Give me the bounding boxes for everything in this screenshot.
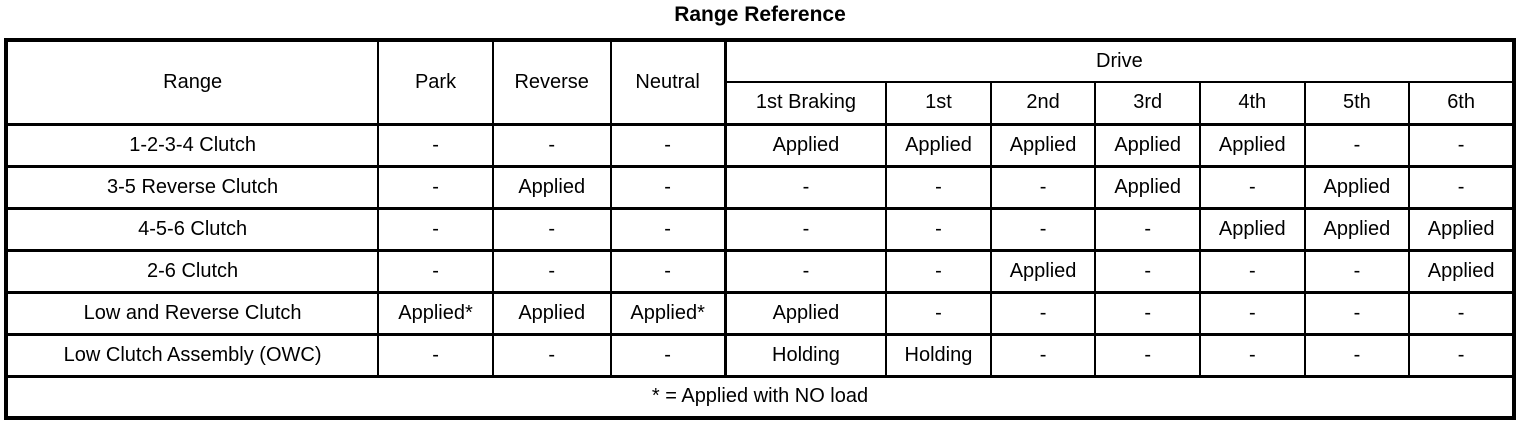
column-header-reverse: Reverse: [491, 39, 612, 125]
cell-reverse: -: [491, 248, 612, 293]
cell-3rd: -: [1094, 332, 1201, 377]
cell-reverse: -: [491, 206, 612, 251]
cell-1st: -: [885, 164, 992, 209]
table-row: Low Clutch Assembly (OWC) - - - Holding …: [4, 332, 1515, 377]
cell-2nd: -: [989, 164, 1097, 209]
cell-1st: -: [885, 206, 992, 251]
cell-park: -: [377, 206, 494, 251]
range-reference-table-wrapper: Range Park Reverse Neutral Drive 1st Bra…: [4, 38, 1516, 420]
column-header-3rd: 3rd: [1094, 81, 1201, 125]
cell-park: -: [377, 248, 494, 293]
cell-4th: -: [1198, 248, 1306, 293]
cell-park: -: [377, 332, 494, 377]
cell-1st-braking: -: [723, 164, 888, 209]
cell-1st: -: [885, 290, 992, 335]
table-column-header-row: 1st Braking 1st 2nd 3rd 4th 5th 6th: [6, 81, 1515, 125]
row-label: 4-5-6 Clutch: [4, 206, 380, 251]
table-row: 1-2-3-4 Clutch - - - Applied Applied App…: [4, 122, 1515, 167]
cell-5th: -: [1303, 290, 1411, 335]
column-header-1st-braking: 1st Braking: [723, 81, 888, 125]
cell-1st-braking: -: [723, 248, 888, 293]
cell-6th: Applied: [1408, 206, 1515, 251]
column-header-range: Range: [4, 39, 380, 125]
cell-neutral: -: [609, 206, 727, 251]
footnote-text: * = Applied with NO load: [5, 374, 1515, 419]
cell-neutral: -: [609, 332, 727, 377]
cell-5th: -: [1303, 248, 1411, 293]
table-row: 2-6 Clutch - - - - - Applied - - - Appli…: [4, 248, 1515, 293]
cell-reverse: -: [491, 332, 612, 377]
cell-6th: -: [1408, 122, 1515, 167]
cell-6th: -: [1408, 164, 1515, 209]
cell-neutral: Applied*: [609, 290, 727, 335]
cell-5th: -: [1303, 122, 1411, 167]
table-row: Low and Reverse Clutch Applied* Applied …: [4, 290, 1515, 335]
cell-1st-braking: Applied: [723, 122, 888, 167]
table-head: Range Park Reverse Neutral Drive 1st Bra…: [4, 39, 1515, 125]
cell-2nd: Applied: [989, 248, 1097, 293]
row-label: 3-5 Reverse Clutch: [4, 164, 380, 209]
cell-2nd: -: [989, 332, 1097, 377]
cell-4th: -: [1198, 164, 1306, 209]
cell-4th: Applied: [1198, 206, 1306, 251]
cell-2nd: Applied: [989, 122, 1097, 167]
cell-neutral: -: [609, 122, 727, 167]
page-title: Range Reference: [674, 3, 846, 26]
cell-park: Applied*: [377, 290, 494, 335]
column-header-4th: 4th: [1198, 81, 1306, 125]
table-group-header-row: Range Park Reverse Neutral Drive: [4, 39, 1515, 125]
cell-reverse: -: [491, 122, 612, 167]
column-header-park: Park: [377, 39, 494, 125]
cell-neutral: -: [609, 164, 727, 209]
cell-2nd: -: [989, 290, 1097, 335]
table-row: 3-5 Reverse Clutch - Applied - - - - App…: [4, 164, 1515, 209]
column-header-1st: 1st: [885, 81, 992, 125]
column-header-neutral: Neutral: [609, 39, 727, 125]
cell-3rd: Applied: [1094, 164, 1201, 209]
column-group-header-drive: Drive: [723, 39, 1515, 83]
column-header-6th: 6th: [1408, 81, 1515, 125]
cell-4th: Applied: [1198, 122, 1306, 167]
cell-reverse: Applied: [491, 164, 612, 209]
cell-6th: -: [1408, 290, 1515, 335]
range-reference-table: Range Park Reverse Neutral Drive 1st Bra…: [4, 38, 1516, 420]
table-body: 1-2-3-4 Clutch - - - Applied Applied App…: [4, 122, 1515, 419]
cell-1st-braking: Holding: [723, 332, 888, 377]
cell-2nd: -: [989, 206, 1097, 251]
cell-1st: Holding: [885, 332, 992, 377]
row-label: Low Clutch Assembly (OWC): [4, 332, 380, 377]
row-label: Low and Reverse Clutch: [4, 290, 380, 335]
cell-4th: -: [1198, 332, 1306, 377]
cell-4th: -: [1198, 290, 1306, 335]
cell-1st-braking: -: [723, 206, 888, 251]
cell-5th: Applied: [1303, 206, 1411, 251]
cell-1st-braking: Applied: [723, 290, 888, 335]
cell-reverse: Applied: [491, 290, 612, 335]
cell-park: -: [377, 164, 494, 209]
cell-3rd: -: [1094, 206, 1201, 251]
cell-5th: -: [1303, 332, 1411, 377]
cell-5th: Applied: [1303, 164, 1411, 209]
cell-3rd: -: [1094, 290, 1201, 335]
cell-1st: -: [885, 248, 992, 293]
cell-1st: Applied: [885, 122, 992, 167]
cell-park: -: [377, 122, 494, 167]
cell-6th: Applied: [1408, 248, 1515, 293]
cell-6th: -: [1408, 332, 1515, 377]
cell-neutral: -: [609, 248, 727, 293]
column-header-2nd: 2nd: [989, 81, 1097, 125]
cell-3rd: -: [1094, 248, 1201, 293]
table-footnote-row: * = Applied with NO load: [5, 374, 1515, 419]
row-label: 2-6 Clutch: [4, 248, 380, 293]
cell-3rd: Applied: [1094, 122, 1201, 167]
column-header-5th: 5th: [1303, 81, 1411, 125]
table-row: 4-5-6 Clutch - - - - - - - Applied Appli…: [4, 206, 1515, 251]
row-label: 1-2-3-4 Clutch: [4, 122, 380, 167]
